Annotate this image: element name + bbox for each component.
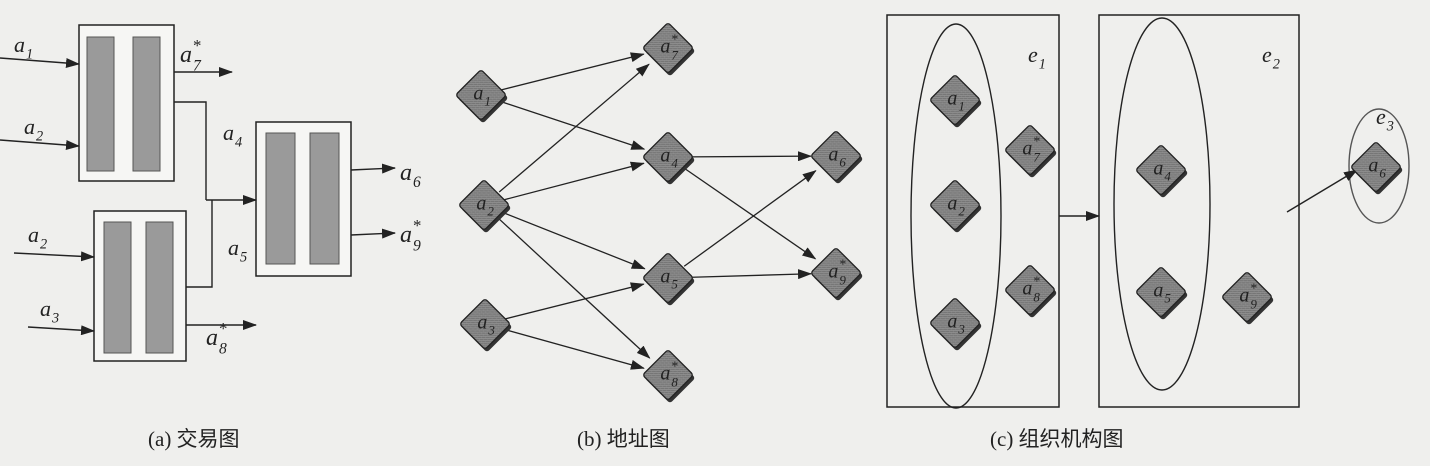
address-node-a9-label: a*9 [828,257,846,287]
caption-a: (a) 交易图 [148,427,240,451]
output-arrow-a9 [350,228,396,239]
address-node-a2: a2 [459,180,511,233]
intermediate-label-a5: a5 [228,235,247,266]
address-node-a4-label: a4 [660,144,678,170]
input-arrow-a2-top [0,139,80,151]
org-node-a6-label: a6 [1368,154,1386,180]
output-arrow-a6 [350,163,396,174]
org-node-a7: a*7 [1005,125,1057,178]
transaction-block-2 [93,210,187,362]
address-node-a8: a*8 [643,350,695,403]
edge-a5-a6 [683,170,817,267]
connector-block1-to-block3 [174,101,207,200]
caption-b: (b) 地址图 [577,427,670,451]
transaction-block-1 [78,24,175,182]
entity-label-e1: e1 [1028,42,1046,73]
org-node-a3-label: a3 [947,310,965,336]
edge-a2-a5 [502,211,646,270]
edge-a3-a5 [504,282,645,320]
cluster-ellipse-e1 [910,23,1002,409]
address-node-a6-label: a6 [828,143,846,169]
address-node-a5-label: a5 [660,265,678,291]
org-node-a4: a4 [1136,145,1188,198]
address-node-a7-label: a*7 [660,32,678,62]
edge-a2-a7 [498,63,650,193]
output-label-a7: a*7 [180,36,202,74]
input-label-a2: a2 [24,114,43,145]
transaction-graph: a1 a2 a2 a3 a4 a5 a*7 a*8 a6 a*9 [0,24,421,362]
address-node-a9: a*9 [811,248,863,301]
edge-a4-a6 [687,151,813,162]
org-node-a7-label: a*7 [1022,134,1040,164]
org-node-a1-label: a1 [947,87,965,113]
address-node-a3: a3 [460,299,512,352]
address-node-a4: a4 [643,132,695,185]
address-node-a8-label: a*8 [660,359,678,389]
edge-a4-a9 [684,167,817,260]
org-node-a9-label: a*9 [1239,281,1257,311]
address-node-a1-label: a1 [473,82,491,108]
cluster-ellipse-e2 [1113,17,1211,391]
transaction-block-3 [255,121,352,277]
input-label-a1: a1 [14,32,33,63]
input-arrow-a3 [27,325,95,336]
connector-block2-to-block3 [186,200,213,288]
edge-a1-a7 [500,52,645,91]
cluster-ellipse-e3 [1348,108,1410,224]
address-node-a3-label: a3 [477,311,495,337]
edge-a5-a9 [687,269,813,280]
org-node-a1: a1 [930,75,982,128]
org-node-a4-label: a4 [1153,157,1171,183]
link-e2-e3 [1286,169,1358,213]
org-node-a5-label: a5 [1153,279,1171,305]
organization-graph: a1 a2 a3 a*7 a*8 a4 a5 a*9 a6 e1 e2 e3 [886,14,1410,409]
address-node-a2-label: a2 [476,192,494,218]
input-label-a2: a2 [28,222,47,253]
input-label-a3: a3 [40,296,59,327]
org-node-a8: a*8 [1005,265,1057,318]
intermediate-label-a4: a4 [223,120,242,151]
input-arrow-a2-bottom [13,251,95,262]
caption-c: (c) 组织机构图 [990,427,1124,451]
address-node-a5: a5 [643,253,695,306]
org-node-a5: a5 [1136,267,1188,320]
org-node-a2: a2 [930,180,982,233]
entity-box-e1 [886,14,1060,408]
address-graph: a1 a2 a3 a*7 a4 a5 a*8 a6 a*9 [456,23,863,403]
org-node-a8-label: a*8 [1022,274,1040,304]
address-node-a1: a1 [456,70,508,123]
edge-a2-a8 [498,218,651,359]
org-node-a6: a6 [1351,142,1403,195]
edge-a1-a4 [499,100,646,150]
output-label-a6: a6 [400,160,421,191]
entity-label-e3: e3 [1376,104,1394,135]
org-node-a3: a3 [930,298,982,351]
org-node-a2-label: a2 [947,192,965,218]
address-node-a6: a6 [811,131,863,184]
output-label-a9: a*9 [400,216,421,254]
edge-a2-a4 [503,161,645,201]
address-node-a7: a*7 [643,23,695,76]
entity-box-e2 [1098,14,1300,408]
org-node-a9: a*9 [1222,272,1274,325]
entity-label-e2: e2 [1262,42,1280,73]
edge-a3-a8 [504,328,645,370]
input-arrow-a1 [0,57,80,69]
output-label-a8: a*8 [206,319,227,357]
